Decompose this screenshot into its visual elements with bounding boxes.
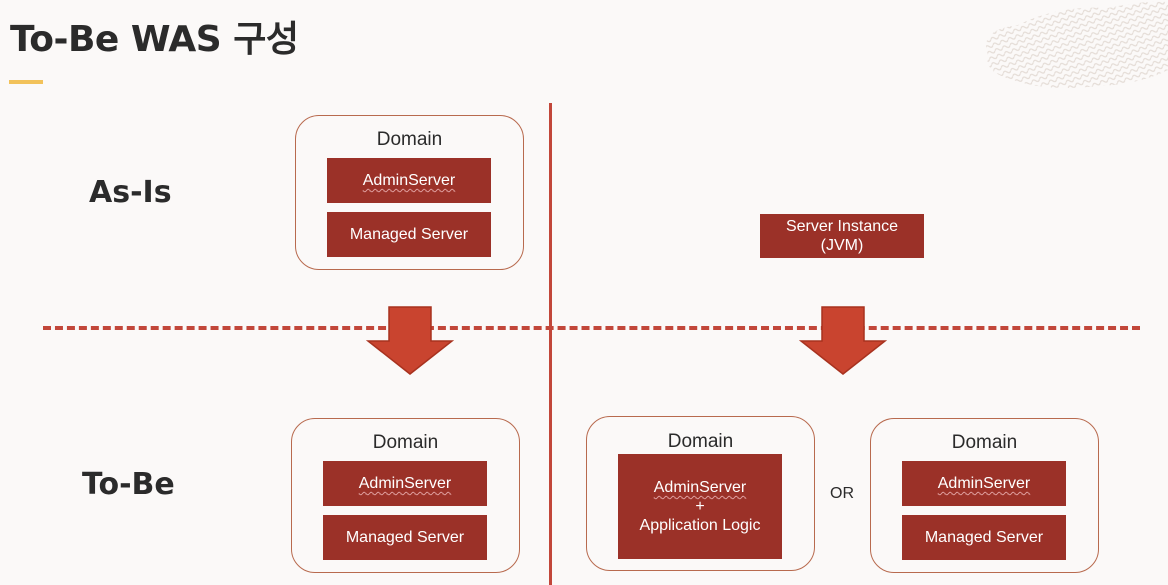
server-instance-line2: (JVM)	[820, 237, 864, 254]
managed-server-box: Managed Server	[327, 212, 491, 257]
plus-label: +	[695, 498, 705, 515]
application-logic-label: Application Logic	[639, 517, 761, 534]
down-arrow-icon	[366, 306, 454, 375]
title-accent-bar	[9, 80, 43, 84]
or-label: OR	[830, 485, 854, 502]
server-instance-line1: Server Instance	[785, 218, 899, 235]
decorative-texture	[986, 1, 1168, 89]
admin-server-box: AdminServer	[902, 461, 1066, 506]
row-label-to-be: To-Be	[82, 467, 175, 502]
domain-label: Domain	[376, 129, 443, 150]
to-be-domain-left: Domain AdminServer Managed Server	[291, 418, 520, 573]
domain-label: Domain	[951, 432, 1018, 453]
admin-server-label: AdminServer	[937, 475, 1031, 492]
vertical-divider	[549, 103, 552, 585]
admin-server-app-logic-box: AdminServer + Application Logic	[618, 454, 782, 559]
admin-server-label: AdminServer	[653, 479, 747, 496]
to-be-domain-right: Domain AdminServer Managed Server	[870, 418, 1099, 573]
as-is-domain: Domain AdminServer Managed Server	[295, 115, 524, 270]
domain-label: Domain	[372, 432, 439, 453]
admin-server-label: AdminServer	[358, 475, 452, 492]
managed-server-box: Managed Server	[902, 515, 1066, 560]
admin-server-box: AdminServer	[323, 461, 487, 506]
managed-server-box: Managed Server	[323, 515, 487, 560]
domain-label: Domain	[667, 431, 734, 452]
server-instance-box: Server Instance (JVM)	[760, 214, 924, 258]
down-arrow-icon	[799, 306, 887, 375]
page-title: To-Be WAS 구성	[10, 19, 299, 60]
admin-server-box: AdminServer	[327, 158, 491, 203]
to-be-domain-combined: Domain AdminServer + Application Logic	[586, 416, 815, 571]
admin-server-label: AdminServer	[362, 172, 456, 189]
managed-server-label: Managed Server	[349, 226, 469, 243]
managed-server-label: Managed Server	[345, 529, 465, 546]
managed-server-label: Managed Server	[924, 529, 1044, 546]
row-label-as-is: As-Is	[89, 175, 172, 210]
dashed-divider	[43, 326, 1140, 330]
